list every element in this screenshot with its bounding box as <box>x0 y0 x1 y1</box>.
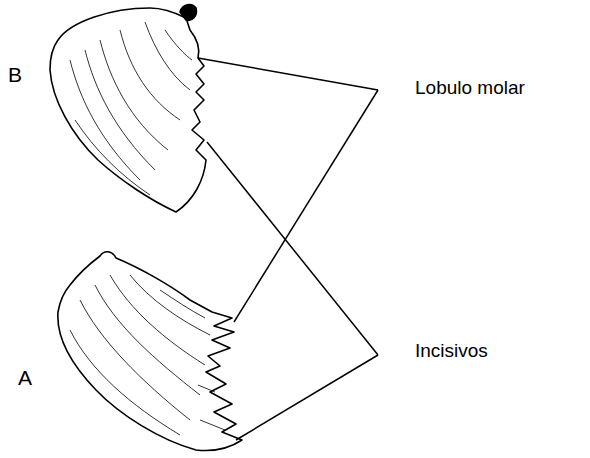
mandible-b-outline <box>50 8 206 212</box>
figure-letter: A <box>18 365 32 390</box>
figure-letter: B <box>8 62 22 87</box>
part-label: Lobulo molar <box>415 77 525 100</box>
part-label: Incisivos <box>415 340 488 363</box>
leader-lines <box>198 58 378 440</box>
hatching <box>70 22 225 435</box>
mandible-b-knob <box>180 5 196 21</box>
mandible-a-outline <box>58 252 242 451</box>
